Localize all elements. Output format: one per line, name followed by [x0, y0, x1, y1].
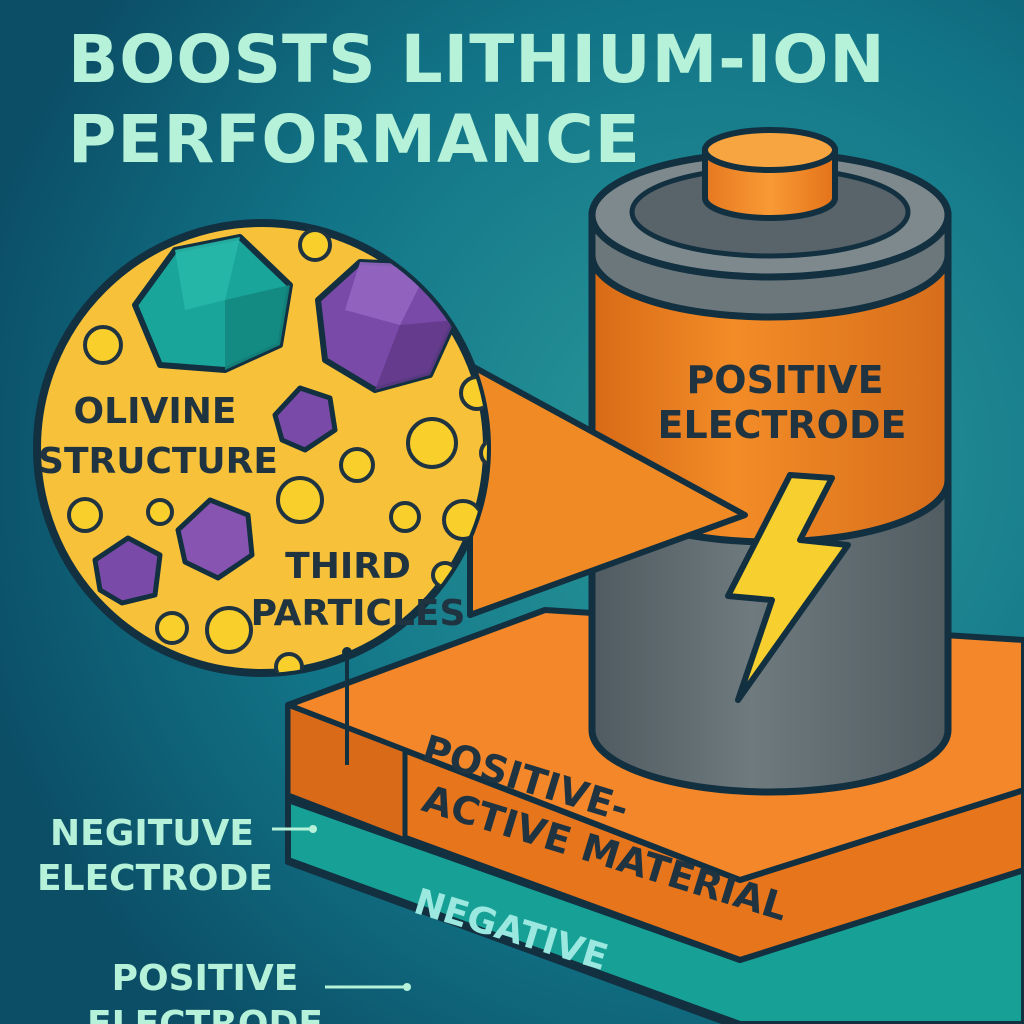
- side-label-negative-line-2: ELECTRODE: [37, 858, 273, 899]
- particles-label-line-2: PARTICLES: [251, 593, 466, 634]
- olivine-crystal-teal: [132, 234, 293, 373]
- slab-corner-block: [285, 702, 408, 843]
- negative-leader: [272, 825, 317, 833]
- olivine-label-line-1: OLIVINE: [74, 391, 237, 432]
- side-label-negative-line-1: NEGITUVE: [50, 813, 254, 854]
- particles-leader: [342, 647, 352, 765]
- lightning-bolt-icon: [725, 472, 851, 703]
- third-particles: [67, 228, 487, 673]
- positive-leader: [325, 983, 411, 991]
- battery-label-line-2: ELECTRODE: [657, 403, 906, 447]
- olivine-crystal-small: [175, 497, 255, 581]
- battery-label-line-1: POSITIVE: [686, 358, 883, 402]
- battery-terminal-top: [702, 127, 838, 173]
- side-label-positive-line-1: POSITIVE: [112, 958, 299, 999]
- olivine-label-line-2: STRUCTURE: [38, 441, 278, 482]
- olivine-crystal-purple: [315, 259, 458, 393]
- magnifier: [33, 219, 491, 677]
- title-line-2: PERFORMANCE: [68, 101, 641, 178]
- particles-label-line-1: THIRD: [285, 546, 411, 587]
- olivine-crystal-small: [92, 535, 163, 606]
- olivine-crystal-small: [272, 385, 338, 453]
- side-label-positive-line-2: ELECTRODE: [87, 1004, 323, 1024]
- title-line-1: BOOSTS LITHIUM-ION: [68, 21, 886, 98]
